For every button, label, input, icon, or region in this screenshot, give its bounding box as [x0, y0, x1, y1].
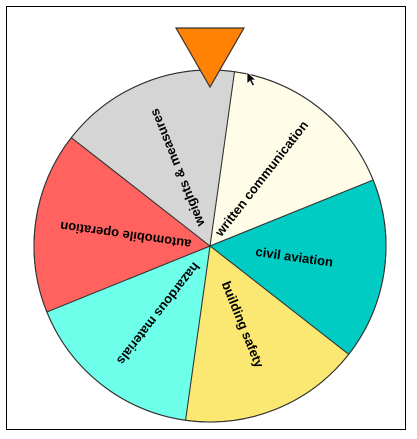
mouse-pointer-icon [246, 71, 258, 87]
wheel-segments[interactable] [33, 69, 387, 423]
wheel-pointer-icon [174, 27, 246, 89]
